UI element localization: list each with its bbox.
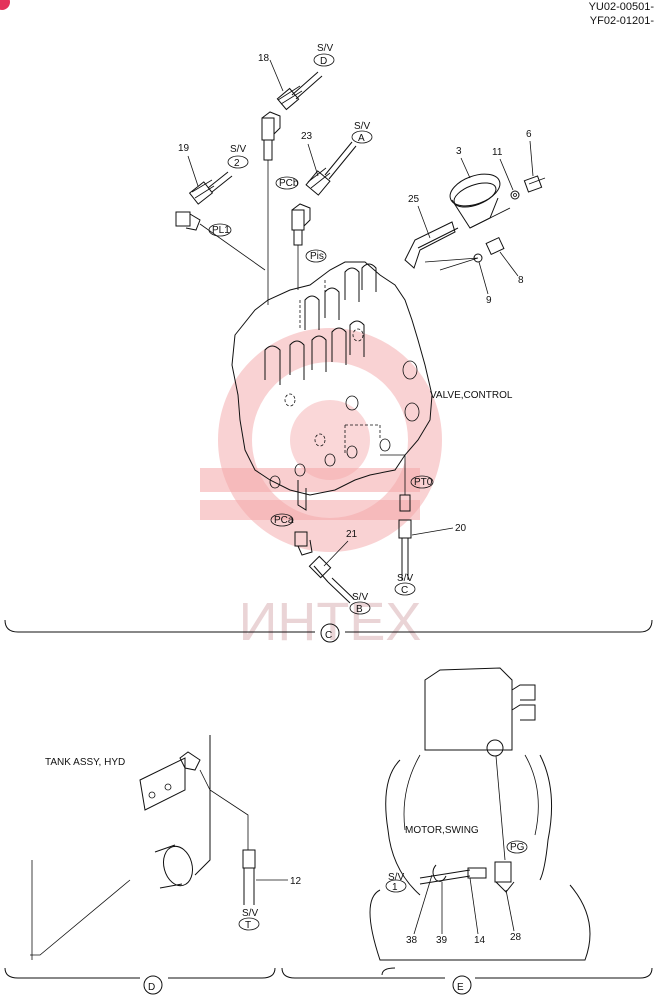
view-d-labels: TANK ASSY, HYD 12 S/V T D	[45, 757, 302, 995]
part-18: 18	[258, 53, 270, 64]
part-23: 23	[301, 131, 313, 142]
part-14: 14	[474, 935, 486, 946]
sv-c-tag: C	[401, 585, 408, 596]
sv-t-text: S/V	[242, 908, 258, 919]
part-19: 19	[178, 143, 190, 154]
drawing-code-2: YF02-01201-	[589, 15, 654, 27]
tank-drawing	[4, 735, 276, 979]
motor-swing-title: MOTOR,SWING	[405, 825, 479, 836]
view-e-letter: E	[457, 982, 464, 993]
part-28: 28	[510, 932, 522, 943]
watermark-text: ИНТЕХ	[239, 592, 422, 652]
control-valve-drawing	[4, 71, 653, 633]
part-3: 3	[456, 146, 462, 157]
part-9: 9	[486, 295, 492, 306]
swing-motor-drawing	[281, 667, 653, 979]
part-21: 21	[346, 529, 358, 540]
part-11: 11	[492, 147, 503, 158]
sv-a-tag: A	[358, 133, 365, 144]
drawing-code-1: YU02-00501-	[588, 1, 654, 13]
part-12: 12	[290, 876, 302, 887]
view-d-letter: D	[148, 982, 155, 993]
part-39: 39	[436, 935, 448, 946]
sv-2-text: S/V	[230, 144, 246, 155]
port-pl1: PL1	[212, 225, 230, 236]
part-6: 6	[526, 129, 532, 140]
view-e-labels: MOTOR,SWING PG S/V 1 38 39 14 28 E	[385, 825, 528, 995]
sv-t-tag: T	[245, 920, 251, 931]
sv-b-text: S/V	[352, 592, 368, 603]
view-c-labels: 18 S/V D 23 S/V A 19 S/V 2 PCb PL1 Pis 3…	[178, 43, 534, 643]
part-25: 25	[408, 194, 420, 205]
part-38: 38	[406, 935, 418, 946]
sv-1-text: S/V	[388, 872, 404, 883]
corner-badge	[0, 0, 10, 10]
port-pis: Pis	[310, 251, 324, 262]
sv-d-tag: D	[320, 56, 327, 67]
part-20: 20	[455, 523, 467, 534]
view-c-letter: C	[325, 630, 332, 641]
port-pg: PG	[510, 842, 525, 853]
port-pca: PCa	[274, 515, 294, 526]
part-8: 8	[518, 275, 524, 286]
sv-d-text: S/V	[317, 43, 333, 54]
sv-c-text: S/V	[397, 573, 413, 584]
port-pcb: PCb	[279, 178, 299, 189]
sv-b-tag: B	[356, 604, 363, 615]
tank-assy-title: TANK ASSY, HYD	[45, 757, 125, 768]
sv-a-text: S/V	[354, 121, 370, 132]
port-pt0: PT0	[414, 477, 433, 488]
watermark-logo: ИНТЕХ	[200, 328, 442, 652]
sv-2-tag: 2	[234, 158, 240, 169]
valve-control-title: VALVE,CONTROL	[430, 390, 513, 401]
sv-1-tag: 1	[392, 882, 398, 893]
drawing-code-block: YU02-00501- YF02-01201-	[589, 0, 654, 28]
